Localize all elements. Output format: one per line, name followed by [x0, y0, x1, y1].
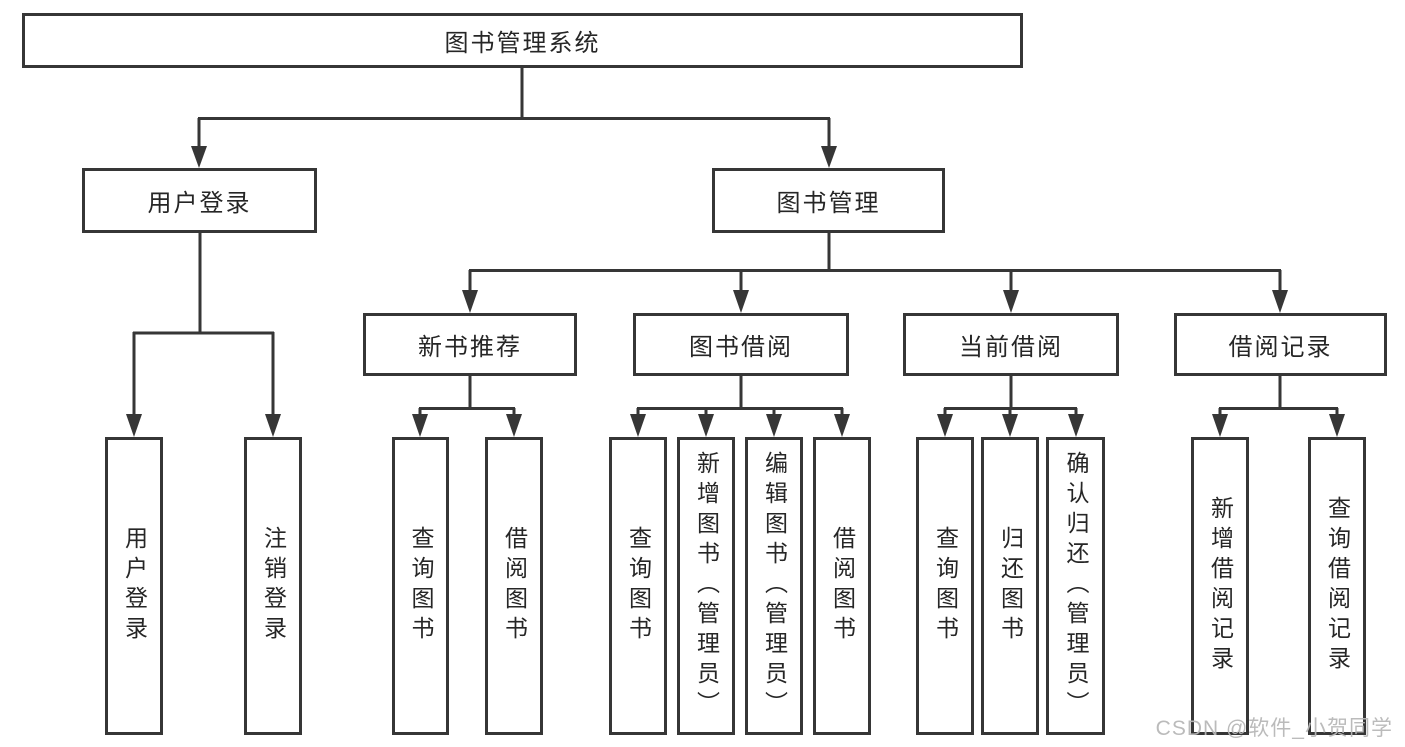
leaf-user-login-label: 用户登录 [121, 526, 148, 646]
leaf-return-books: 归还图书 [981, 437, 1039, 735]
leaf-edit-book-admin: 编辑图书（管理员） [745, 437, 803, 735]
leaf-query-books-2: 查询图书 [609, 437, 667, 735]
leaf-borrow-books-2: 借阅图书 [813, 437, 871, 735]
leaf-return-books-label: 归还图书 [997, 526, 1024, 646]
node-current-borrow: 当前借阅 [903, 313, 1119, 376]
leaf-add-borrow-record-label: 新增借阅记录 [1207, 496, 1234, 676]
leaf-logout-label: 注销登录 [260, 526, 287, 646]
leaf-query-books-1: 查询图书 [392, 437, 449, 735]
node-user-login: 用户登录 [82, 168, 317, 233]
node-new-book-recommend: 新书推荐 [363, 313, 577, 376]
leaf-query-borrow-record-label: 查询借阅记录 [1324, 496, 1351, 676]
node-root: 图书管理系统 [22, 13, 1023, 68]
leaf-add-book-admin-label: 新增图书（管理员） [693, 451, 720, 721]
node-book-management: 图书管理 [712, 168, 945, 233]
leaf-query-books-3: 查询图书 [916, 437, 974, 735]
leaf-add-borrow-record: 新增借阅记录 [1191, 437, 1249, 735]
leaf-borrow-books-2-label: 借阅图书 [829, 526, 856, 646]
leaf-query-borrow-record: 查询借阅记录 [1308, 437, 1366, 735]
leaf-confirm-return-admin-label: 确认归还（管理员） [1063, 451, 1089, 721]
leaf-query-books-3-label: 查询图书 [932, 526, 959, 646]
node-book-borrow: 图书借阅 [633, 313, 849, 376]
leaf-user-login: 用户登录 [105, 437, 163, 735]
leaf-edit-book-admin-label: 编辑图书（管理员） [761, 451, 788, 721]
leaf-query-books-2-label: 查询图书 [625, 526, 652, 646]
leaf-borrow-books-1-label: 借阅图书 [501, 526, 528, 646]
leaf-borrow-books-1: 借阅图书 [485, 437, 543, 735]
leaf-query-books-1-label: 查询图书 [408, 526, 434, 646]
watermark: CSDN @软件_小贺同学 [1155, 717, 1393, 740]
leaf-logout: 注销登录 [244, 437, 302, 735]
node-borrow-records: 借阅记录 [1174, 313, 1387, 376]
leaf-add-book-admin: 新增图书（管理员） [677, 437, 735, 735]
leaf-confirm-return-admin: 确认归还（管理员） [1046, 437, 1105, 735]
